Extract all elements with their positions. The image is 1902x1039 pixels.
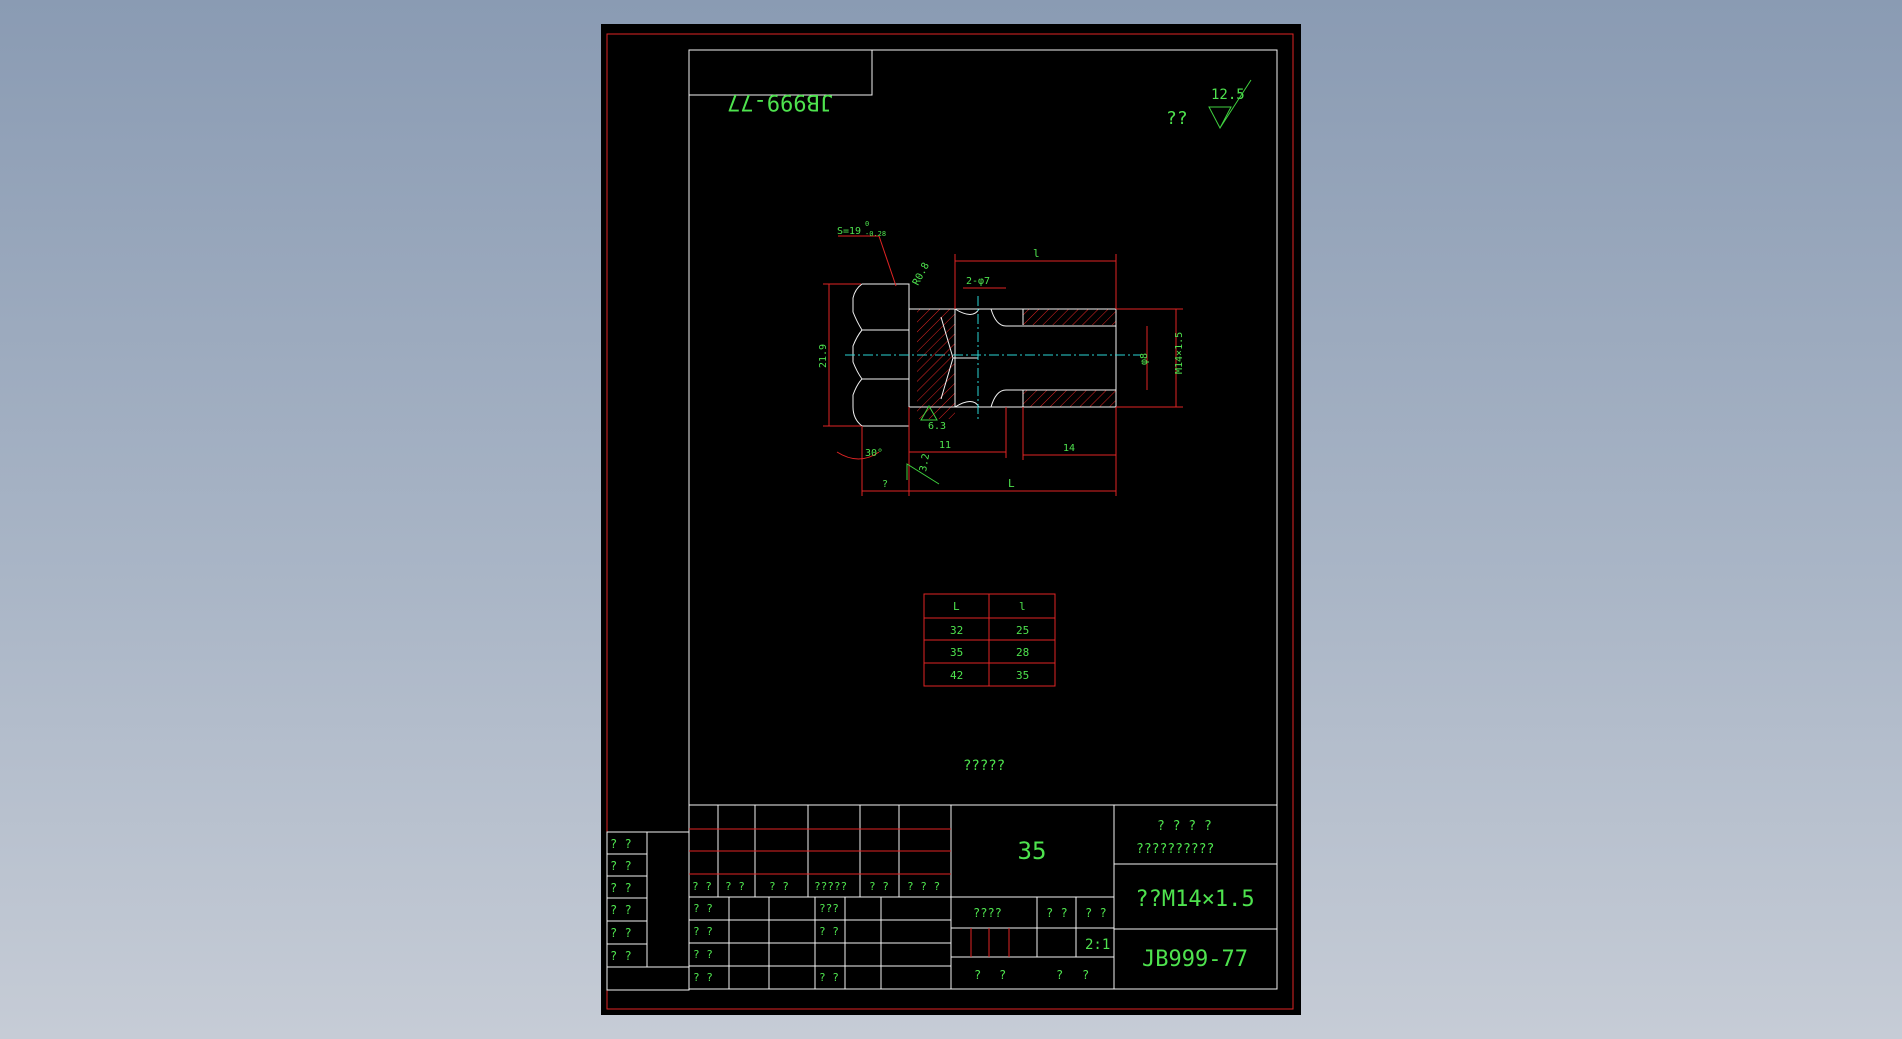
dim-len-11: 11 xyxy=(939,440,951,451)
hex-head xyxy=(852,283,910,427)
sign-label: ? ? xyxy=(819,971,839,984)
body-hatch-left xyxy=(917,309,955,419)
part-name: ??M14×1.5 xyxy=(1135,887,1254,912)
dim-s: S=19 xyxy=(837,226,861,237)
cone-bore xyxy=(940,316,978,400)
body-hatch-bottom xyxy=(1023,390,1116,407)
table-header: L xyxy=(953,600,960,613)
table-cell: 28 xyxy=(1016,646,1029,659)
company-line1: ? ? ? ? xyxy=(1157,819,1212,834)
dim-len-14: 14 xyxy=(1063,443,1075,454)
body-hatch-top xyxy=(1023,309,1116,325)
part-code: JB999-77 xyxy=(1142,947,1248,972)
rough-63-symbol xyxy=(920,404,938,421)
sign-label: ? ? xyxy=(693,902,713,915)
left-strip-label: ? ? xyxy=(610,881,632,895)
technical-note: ????? xyxy=(963,758,1005,774)
code-box-mirrored-text: JB999-77 xyxy=(727,89,833,114)
dim-thread: M14×1.5 xyxy=(1174,332,1185,374)
rev-header: ? ? xyxy=(769,880,789,893)
material: 35 xyxy=(1018,837,1047,865)
code-box xyxy=(688,49,873,96)
stage-header: ? ? xyxy=(1046,906,1068,920)
stage-header: ? ? xyxy=(1085,906,1107,920)
rev-header: ????? xyxy=(814,880,847,893)
rev-header: ? ? xyxy=(869,880,889,893)
roughness-value: 12.5 xyxy=(1211,87,1245,103)
dim-head-width: 21.9 xyxy=(818,344,829,368)
sign-label: ??? xyxy=(819,902,839,915)
table-cell: 35 xyxy=(950,646,963,659)
dim-holes: 2-φ7 xyxy=(966,276,990,287)
drawing-sheet: JB999-77 ?? 12.5 S xyxy=(601,24,1301,1015)
bottom-cell: ? xyxy=(1056,968,1063,982)
dim-s-tol-lower: -0.28 xyxy=(865,230,886,238)
rev-header: ? ? ? xyxy=(907,880,940,893)
left-strip-label: ? ? xyxy=(610,926,632,940)
dim-r: R0.8 xyxy=(911,261,932,287)
roughness-symbol xyxy=(1208,79,1252,130)
bottom-cell: ? xyxy=(999,968,1006,982)
dim-s-tol-upper: 0 xyxy=(865,220,869,228)
stage-header: ???? xyxy=(973,906,1002,920)
roughness-prefix: ?? xyxy=(1166,108,1188,129)
left-strip-label: ? ? xyxy=(610,903,632,917)
bottom-cell: ? xyxy=(974,968,981,982)
rev-header: ? ? xyxy=(692,880,712,893)
bottom-cell: ? xyxy=(1082,968,1089,982)
dim-rough-32: 3.2 xyxy=(918,453,932,473)
sign-label: ? ? xyxy=(693,948,713,961)
size-table: L l 32 25 35 28 42 35 xyxy=(923,593,1056,687)
dim-angle: 30° xyxy=(865,448,883,459)
left-strip-label: ? ? xyxy=(610,859,632,873)
dim-rough-63: 6.3 xyxy=(928,421,946,432)
dim-head-len: ? xyxy=(882,479,888,490)
left-strip-label: ? ? xyxy=(610,949,632,963)
company-line2: ?????????? xyxy=(1136,842,1214,857)
table-header: l xyxy=(1019,600,1026,613)
sign-label: ? ? xyxy=(819,925,839,938)
table-cell: 35 xyxy=(1016,669,1029,682)
sign-label: ? ? xyxy=(693,971,713,984)
dim-l-big: L xyxy=(1008,477,1015,490)
dimension-lines xyxy=(823,235,1183,496)
dim-bore: φ8 xyxy=(1139,353,1150,365)
rough-32-symbol xyxy=(906,463,940,485)
dim-l-small: l xyxy=(1033,247,1040,260)
outer-red-border xyxy=(606,33,1294,1010)
sign-label: ? ? xyxy=(693,925,713,938)
left-strip: ? ? ? ? ? ? ? ? ? ? ? ? xyxy=(606,831,690,991)
left-strip-label: ? ? xyxy=(610,837,632,851)
table-cell: 42 xyxy=(950,669,963,682)
rev-header: ? ? xyxy=(725,880,745,893)
title-block: ? ? ? ? ? ? ????? ? ? ? ? ? ? ? ??? ? ? … xyxy=(689,804,1277,989)
table-cell: 25 xyxy=(1016,624,1029,637)
drawing-canvas: JB999-77 ?? 12.5 S xyxy=(606,33,1294,1010)
table-cell: 32 xyxy=(950,624,963,637)
scale-value: 2:1 xyxy=(1085,937,1110,953)
